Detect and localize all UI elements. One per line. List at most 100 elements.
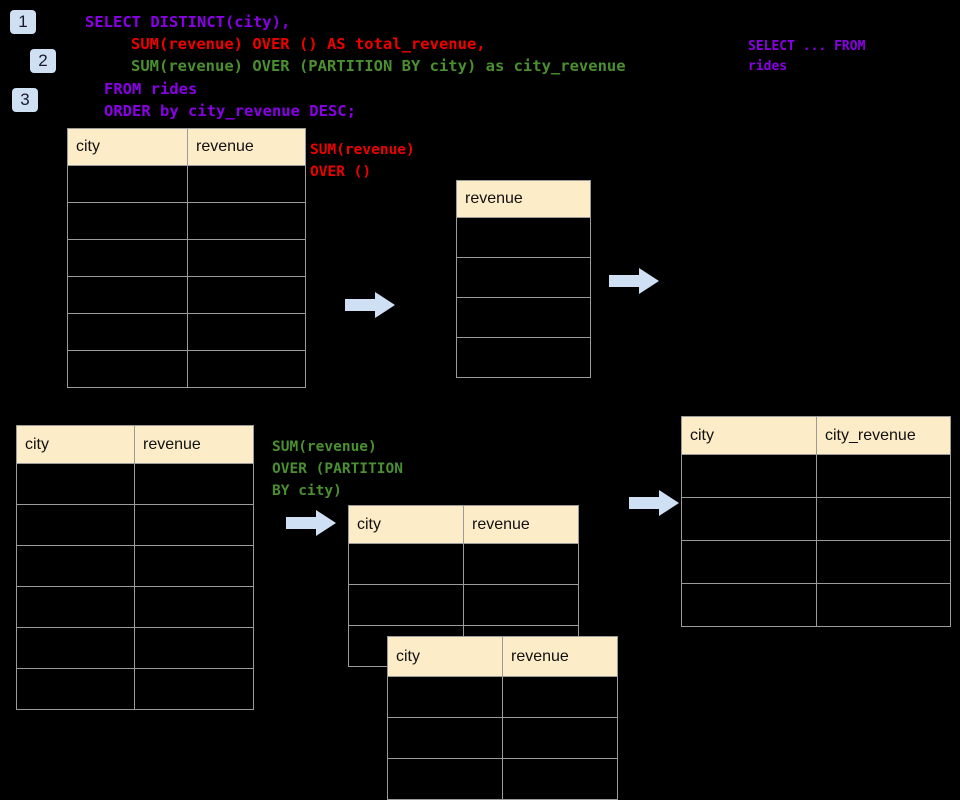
table-row [681,497,951,541]
cell-city [67,165,188,203]
column-header-city-revenue: city_revenue [816,416,951,455]
sql-line-city-revenue: SUM(revenue) OVER (PARTITION BY city) as… [131,57,626,75]
cell-city [16,668,135,710]
cell-revenue [187,239,306,277]
cell-revenue [456,297,591,338]
table-row [16,504,254,546]
column-header-revenue: revenue [134,425,254,464]
cell-city-revenue [816,497,951,541]
table-row [67,202,306,240]
column-header-city: city [67,128,188,166]
cell-revenue [134,668,254,710]
table-row [681,583,951,627]
table-row [456,337,591,378]
sql-side-note-line1: SELECT ... FROM [748,39,866,54]
step-badge-3-label: 3 [20,90,30,109]
column-header-revenue: revenue [463,505,579,544]
column-header-revenue: revenue [502,636,618,677]
table-row [16,627,254,669]
sql-side-note-line2: rides [748,59,788,74]
step-badge-2: 2 [30,49,56,73]
table-row [16,463,254,505]
table-row [456,297,591,338]
cell-city [16,504,135,546]
table-header-row: city revenue [16,425,254,464]
table-row [387,676,618,718]
step-badge-2-label: 2 [38,51,48,70]
sql-line-order-by: ORDER by city_revenue DESC; [104,102,356,120]
arrow-right-icon-source-to-partition [286,510,336,536]
table-row [67,239,306,277]
sql-line-total-revenue: SUM(revenue) OVER () AS total_revenue, [131,35,486,53]
cell-revenue [502,676,618,718]
cell-city-revenue [816,540,951,584]
cell-revenue [134,545,254,587]
cell-city [67,313,188,351]
cell-revenue [463,584,579,626]
column-header-city: city [348,505,464,544]
table-row [67,165,306,203]
cell-city [348,584,464,626]
table-row [681,454,951,498]
cell-revenue [456,337,591,378]
column-header-city: city [387,636,503,677]
table-header-row: city city_revenue [681,416,951,455]
table-header-row: revenue [456,180,591,218]
cell-city [387,676,503,718]
arrow-right-icon-total-to-final [609,268,659,294]
cell-city [67,239,188,277]
cell-revenue [187,202,306,240]
annotation-city-revenue-line2: OVER (PARTITION [272,461,403,477]
annotation-city-revenue-line1: SUM(revenue) [272,439,377,455]
cell-city [67,202,188,240]
table-partition-group-b: city revenue [387,636,618,800]
cell-revenue [187,165,306,203]
table-header-row: city revenue [387,636,618,677]
sql-line-select-distinct: SELECT DISTINCT(city), [85,13,291,31]
table-row [16,545,254,587]
table-final-result: city city_revenue [681,416,951,627]
step-badge-3: 3 [12,88,38,112]
cell-city [681,454,817,498]
cell-city [681,497,817,541]
cell-revenue [187,350,306,388]
cell-revenue [456,217,591,258]
cell-revenue [187,313,306,351]
table-header-row: city revenue [67,128,306,166]
cell-city [16,586,135,628]
diagram-canvas: 1 2 3 SELECT DISTINCT(city), SUM(revenue… [10,10,951,800]
annotation-city-revenue-line3: BY city) [272,483,342,499]
cell-revenue [134,627,254,669]
arrow-right-icon-partition-to-final [629,490,679,516]
cell-city [16,627,135,669]
step-badge-1-label: 1 [18,12,28,31]
table-row [348,543,579,585]
table-row [16,586,254,628]
cell-revenue [456,257,591,298]
cell-city [16,545,135,587]
table-row [348,584,579,626]
cell-city [348,543,464,585]
cell-city [681,540,817,584]
arrow-right-icon-source-to-total [345,292,395,318]
cell-revenue [134,504,254,546]
cell-city [16,463,135,505]
cell-revenue [463,543,579,585]
column-header-city: city [16,425,135,464]
cell-city [387,717,503,759]
cell-revenue [187,276,306,314]
cell-city-revenue [816,454,951,498]
cell-city-revenue [816,583,951,627]
cell-city [387,758,503,800]
table-row [387,758,618,800]
table-row [67,313,306,351]
table-row [456,257,591,298]
table-row [16,668,254,710]
column-header-revenue: revenue [187,128,306,166]
column-header-revenue: revenue [456,180,591,218]
annotation-total-revenue-line1: SUM(revenue) [310,142,415,158]
table-row [456,217,591,258]
cell-revenue [502,758,618,800]
cell-revenue [134,463,254,505]
table-source-rides-partition: city revenue [16,425,254,710]
